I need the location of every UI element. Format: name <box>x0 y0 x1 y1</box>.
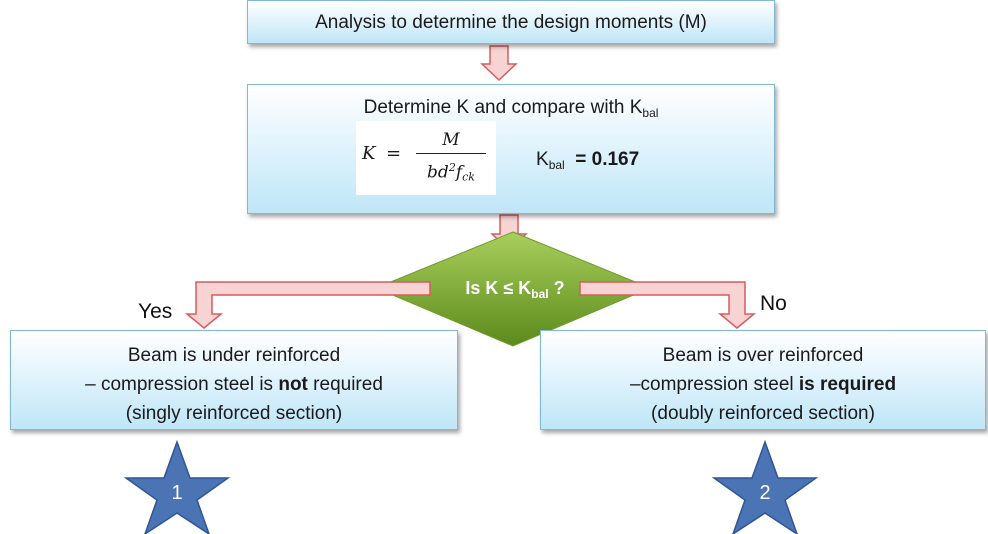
decision-diamond <box>374 231 652 347</box>
under-line-3: (singly reinforced section) <box>125 403 343 424</box>
over-line-2: –compression steel is required <box>629 374 897 395</box>
formula-equals: = <box>386 143 402 164</box>
star-2-shape <box>711 439 819 534</box>
yes-label: Yes <box>138 300 173 323</box>
arrow-down-1 <box>480 45 518 82</box>
determine-k-box: Determine K and compare with Kbal K = M … <box>247 84 775 214</box>
determine-k-title: Determine K and compare with Kbal <box>248 97 774 120</box>
under-reinforced-box: Beam is under reinforced – compression s… <box>10 330 458 430</box>
over-line-3: (doubly reinforced section) <box>651 403 875 424</box>
no-label: No <box>760 292 787 315</box>
k-formula: K = M bd2fck <box>356 121 496 195</box>
arrow-no-elbow <box>579 281 757 329</box>
formula-numerator: M <box>442 130 460 150</box>
fraction-bar <box>416 153 486 154</box>
analysis-text: Analysis to determine the design moments… <box>315 12 707 33</box>
determine-k-title-sub: bal <box>642 106 659 120</box>
kbal-value-label: Kbal = 0.167 <box>536 149 640 172</box>
star-1-shape <box>123 439 231 534</box>
decision-question: Is K ≤ Kbal ? <box>465 278 565 301</box>
star-1-label: 1 <box>171 482 183 504</box>
star-2-label: 2 <box>759 482 771 504</box>
formula-fraction: M bd2fck <box>412 129 490 190</box>
arrow-yes-elbow <box>184 281 431 329</box>
formula-lhs: K <box>362 143 376 164</box>
kbal-value: = 0.167 <box>575 149 640 170</box>
under-line-1: Beam is under reinforced <box>127 345 341 366</box>
under-line-2: – compression steel is not required <box>85 374 383 395</box>
over-line-1: Beam is over reinforced <box>662 345 864 366</box>
determine-k-title-text: Determine K and compare with K <box>363 97 643 118</box>
formula-denominator: bd2fck <box>427 161 475 184</box>
analysis-box: Analysis to determine the design moments… <box>247 0 775 44</box>
over-reinforced-box: Beam is over reinforced –compression ste… <box>540 330 986 430</box>
